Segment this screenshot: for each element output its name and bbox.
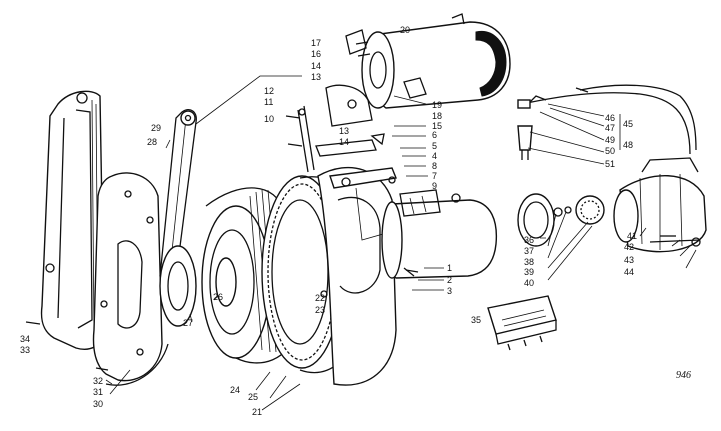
label-13b: 13: [339, 126, 350, 136]
cables-and-plug: [517, 84, 697, 160]
label-36: 36: [524, 235, 535, 245]
label-9: 9: [432, 181, 438, 191]
label-17: 17: [311, 38, 322, 48]
label-14a: 14: [311, 61, 322, 71]
label-22: 22: [315, 293, 326, 303]
label-11: 11: [264, 97, 274, 107]
label-24: 24: [230, 385, 241, 395]
label-19: 19: [432, 100, 443, 110]
regulator-box: [487, 295, 557, 351]
label-10: 10: [264, 114, 275, 124]
label-49: 49: [605, 135, 616, 145]
starter-motor: [381, 189, 498, 279]
label-51: 51: [605, 159, 616, 169]
label-23: 23: [315, 305, 326, 315]
label-28: 28: [147, 137, 158, 147]
label-31: 31: [93, 387, 104, 397]
label-7: 7: [432, 171, 438, 181]
label-44: 44: [624, 267, 635, 277]
label-38: 38: [524, 257, 535, 267]
label-30: 30: [93, 399, 104, 409]
leader-29: [195, 75, 302, 125]
label-13a: 13: [311, 72, 322, 82]
label-2: 2: [447, 275, 453, 285]
label-14b: 14: [339, 137, 350, 147]
label-18: 18: [432, 111, 443, 121]
label-32: 32: [93, 376, 104, 386]
label-33: 33: [20, 345, 31, 355]
label-3: 3: [447, 286, 453, 296]
label-16: 16: [311, 49, 322, 59]
label-34: 34: [20, 334, 31, 344]
label-15: 15: [432, 121, 443, 131]
back-plate: [92, 172, 169, 386]
label-40: 40: [524, 278, 535, 288]
label-21: 21: [252, 407, 263, 417]
label-41: 41: [627, 231, 638, 241]
label-29: 29: [151, 123, 162, 133]
loose-screws: [25, 235, 676, 371]
label-42: 42: [624, 242, 635, 252]
label-48: 48: [623, 140, 634, 150]
label-8: 8: [432, 161, 438, 171]
label-35: 35: [471, 315, 482, 325]
top-solenoid: [345, 13, 511, 109]
label-1: 1: [447, 263, 453, 273]
bracket-assembly: [285, 84, 397, 189]
label-20: 20: [400, 25, 411, 35]
leader-lines: [105, 95, 697, 411]
label-26: 26: [213, 292, 224, 302]
label-5: 5: [432, 141, 438, 151]
label-50: 50: [605, 146, 616, 156]
label-25: 25: [248, 392, 259, 402]
label-45: 45: [623, 119, 634, 129]
label-46: 46: [605, 113, 616, 123]
label-6: 6: [432, 130, 438, 140]
label-27: 27: [183, 318, 194, 328]
label-4: 4: [432, 151, 438, 161]
label-39: 39: [524, 267, 535, 277]
drawing-number: 946: [676, 370, 691, 381]
pulley: [159, 187, 297, 364]
label-12: 12: [264, 86, 275, 96]
distributor-parts: [517, 157, 707, 253]
label-43: 43: [624, 255, 635, 265]
generator-housing: [317, 166, 397, 386]
label-37: 37: [524, 246, 535, 256]
label-47: 47: [605, 123, 616, 133]
